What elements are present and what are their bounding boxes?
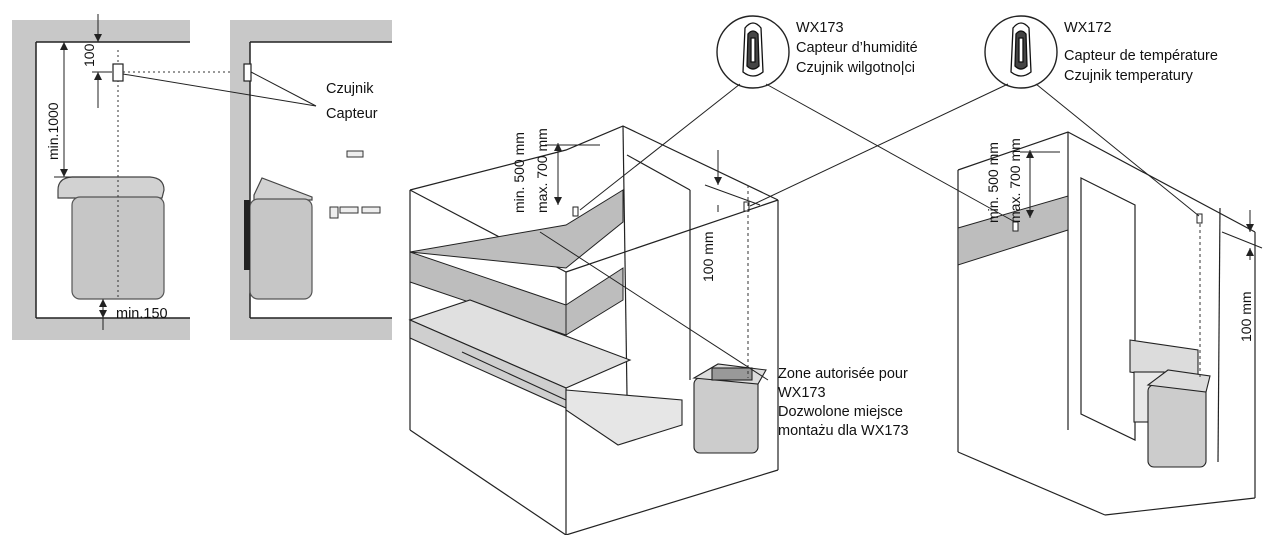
wx172-sensor-position-left (743, 201, 750, 212)
wx173-sensor-right (1012, 221, 1019, 232)
wx173-sensor-position (572, 206, 579, 217)
wx172-name-pl: Czujnik temperatury (1064, 68, 1194, 84)
wx172-sensor-right (1196, 213, 1203, 224)
wx172-name-fr: Capteur de température (1064, 48, 1218, 64)
wx173-name-pl: Czujnik wilgotno|ci (796, 60, 915, 76)
zone-text-line-2: WX173 (778, 385, 826, 401)
sensor-label-fr: Capteur (326, 106, 378, 122)
left-dim-min-500: min. 500 mm (511, 132, 527, 213)
allowed-zone-band (409, 189, 624, 336)
heater-left-room (692, 363, 767, 454)
temperature-sensor-icon (1010, 22, 1032, 77)
right-dim-max-700: max. 700 mm (1007, 138, 1023, 223)
dim-min-150-label: min.150 (116, 306, 168, 322)
right-dim-min-500: min. 500 mm (985, 142, 1001, 223)
zone-text-line-3: Dozwolone miejsce (778, 404, 903, 420)
zone-text-line-1: Zone autorisée pour (778, 366, 908, 382)
dim-top-label: 100 (81, 43, 97, 67)
plan-side-view: Czujnik Capteur (122, 20, 392, 340)
left-room-dimensions: min. 500 mm max. 700 mm 100 mm (511, 128, 761, 282)
sensor-label-pl: Czujnik (326, 81, 374, 97)
left-dim-100: 100 mm (700, 231, 716, 282)
dim-min-1000-label: min.1000 (45, 102, 61, 160)
zone-text-line-4: montażu dla WX173 (778, 423, 909, 439)
heater-front (57, 176, 165, 300)
wx173-callout: WX173 Capteur d’humidité Czujnik wilgotn… (579, 15, 1016, 223)
plan-front-view: 100 min.1000 min.150 (12, 14, 244, 340)
left-dim-max-700: max. 700 mm (534, 128, 550, 213)
wx173-model: WX173 (796, 20, 844, 36)
hatch-marks (329, 150, 381, 219)
heater-right-room (1129, 339, 1211, 468)
wx172-callout: WX172 Capteur de température Czujnik tem… (749, 15, 1218, 217)
wx172-model: WX172 (1064, 20, 1112, 36)
humidity-sensor-icon (742, 22, 764, 77)
sauna-room-wx172 (957, 131, 1256, 516)
wx173-name-fr: Capteur d’humidité (796, 40, 918, 56)
right-room-dimensions: min. 500 mm max. 700 mm 100 mm (985, 138, 1263, 342)
heater-side (244, 177, 313, 300)
sauna-benches (408, 299, 683, 446)
right-dim-100: 100 mm (1238, 291, 1254, 342)
